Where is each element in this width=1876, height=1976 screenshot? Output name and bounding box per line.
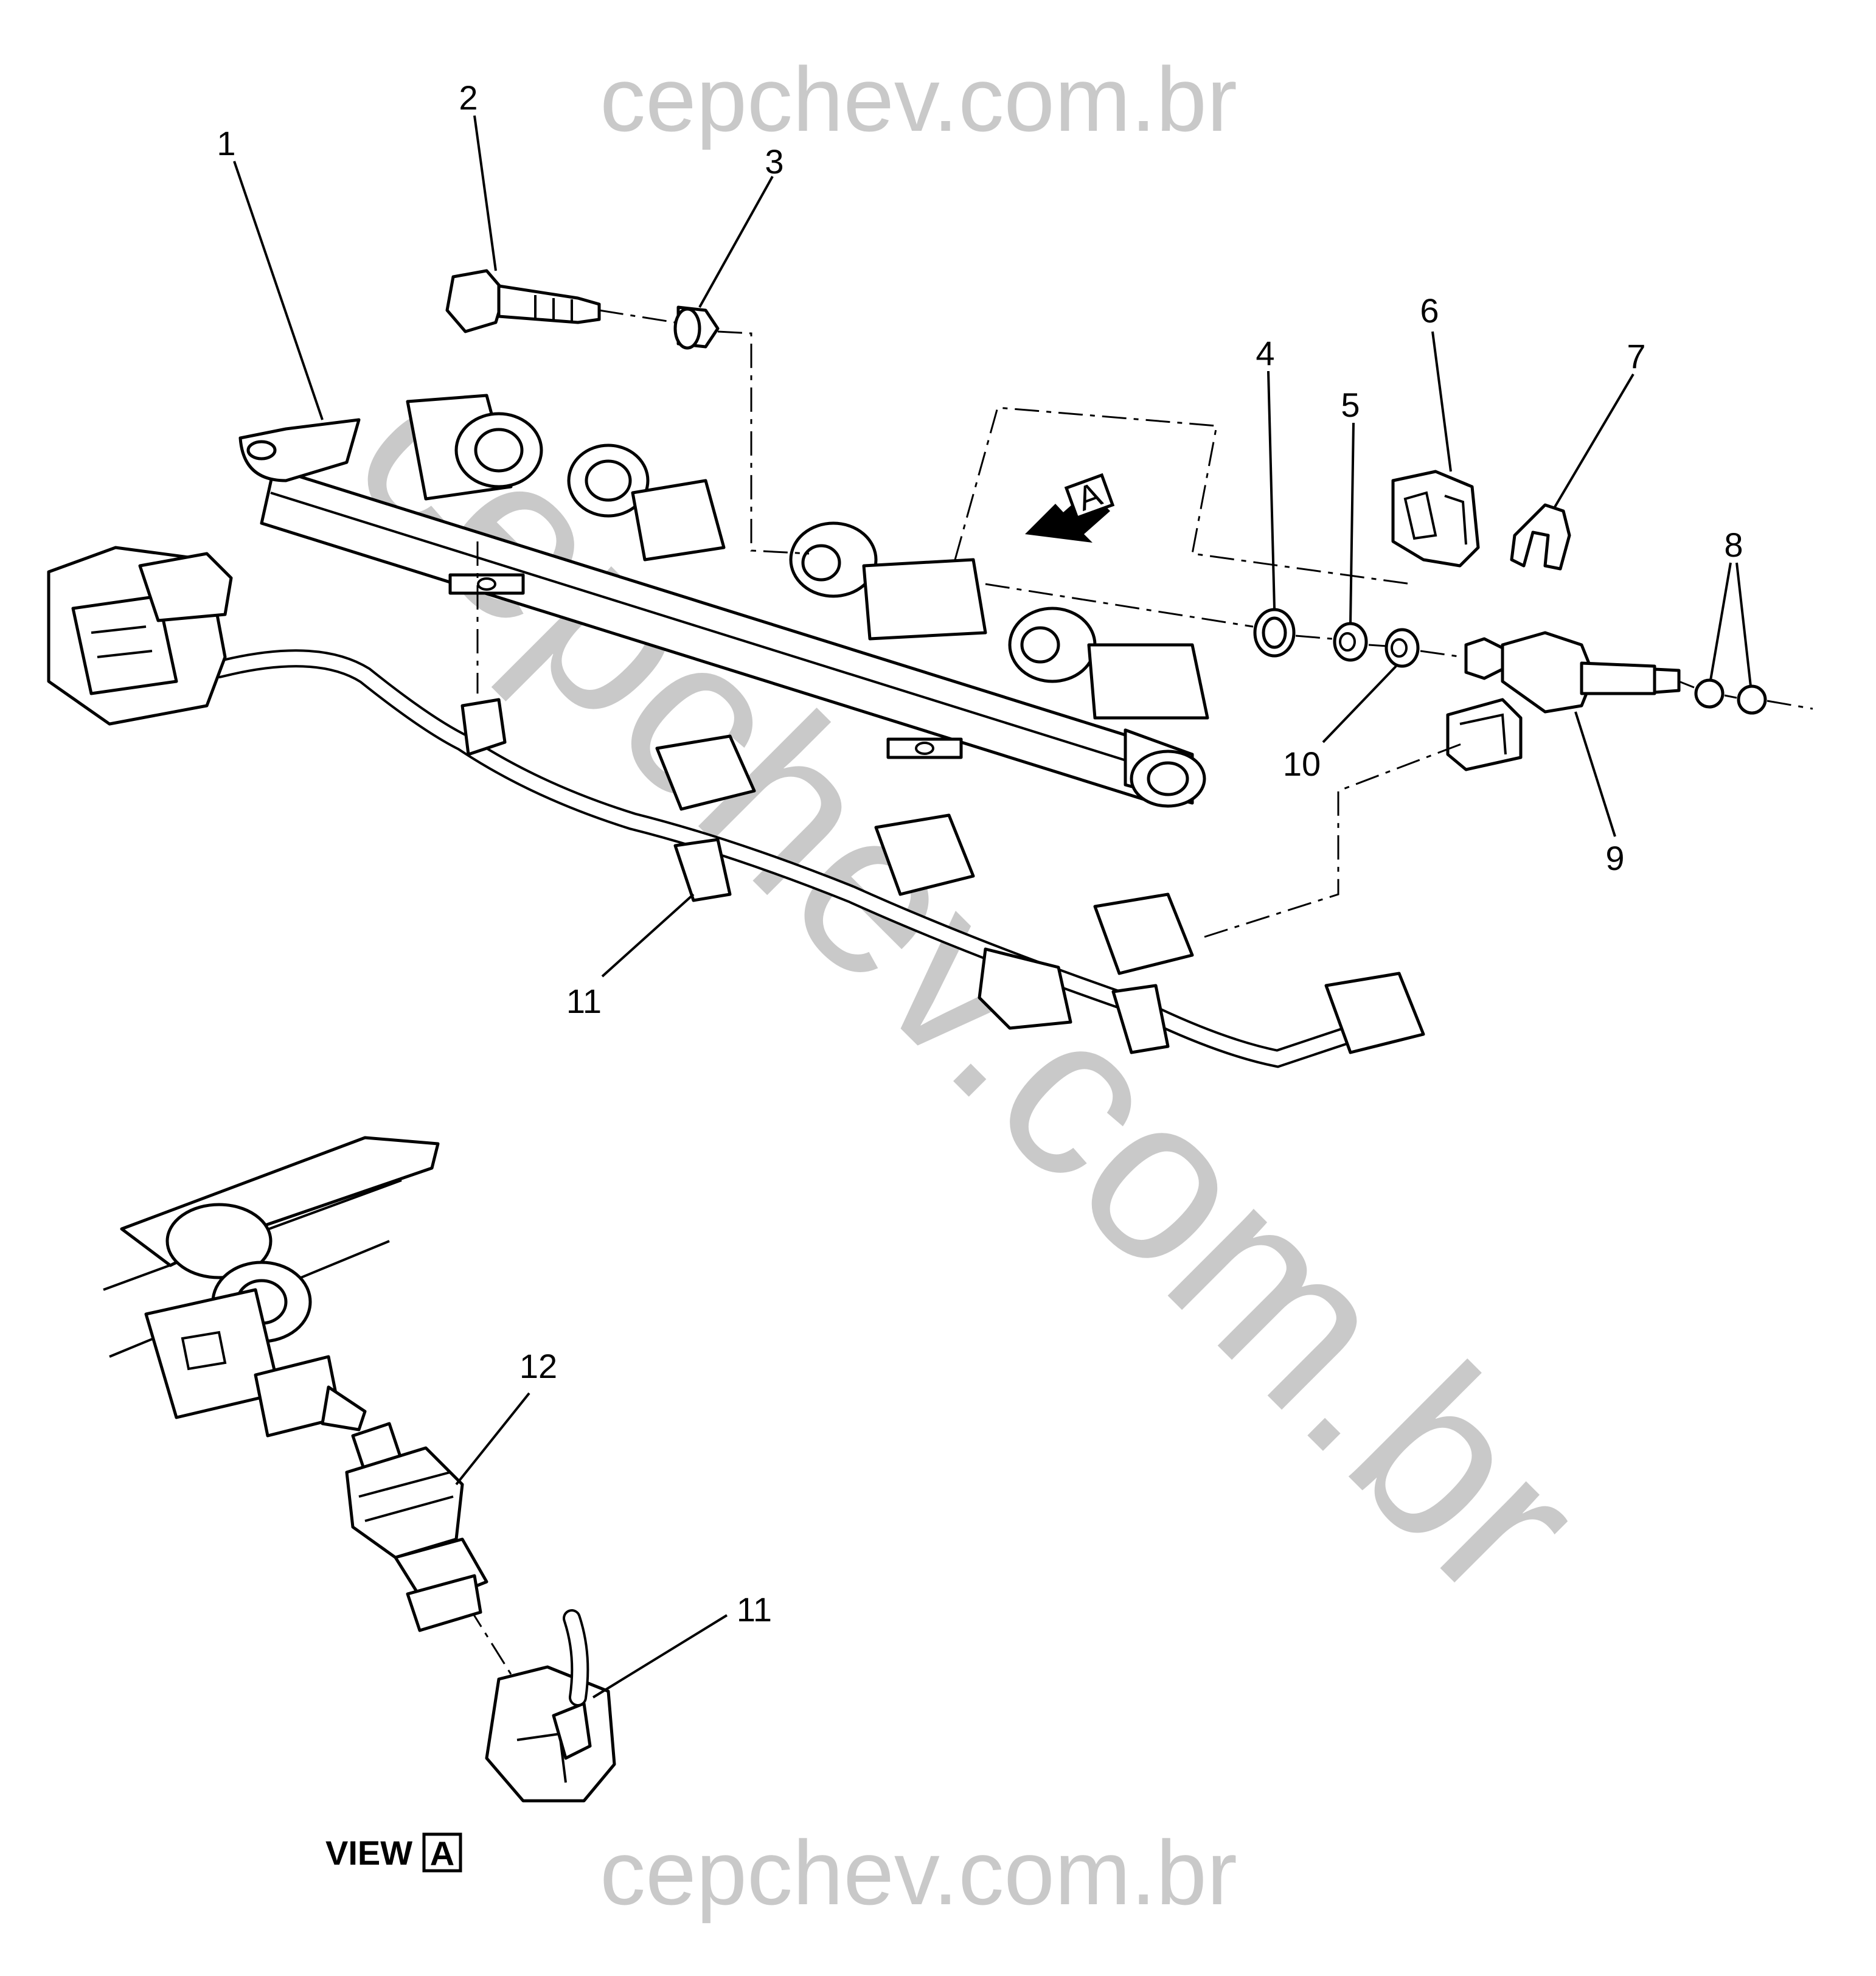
align-view-box (954, 406, 1412, 585)
leader-3 (698, 176, 774, 308)
leader-9 (1574, 711, 1616, 837)
leader-11b (592, 1614, 728, 1699)
injector-boss-4 (1008, 607, 1209, 720)
align-view-sensor (467, 1606, 515, 1680)
align-end-seals (1678, 680, 1813, 710)
washer-10 (1384, 628, 1420, 668)
leader-4 (1267, 370, 1276, 609)
leader-11a (601, 893, 695, 978)
seal-8b (1737, 684, 1767, 715)
clip-6 (1391, 470, 1480, 568)
callout-11a: 11 (566, 982, 602, 1020)
leader-7 (1553, 373, 1635, 509)
callout-11b: 11 (737, 1590, 772, 1629)
view-label-box (422, 1832, 462, 1873)
view-a-inset (103, 1136, 616, 1803)
injector-9 (1446, 631, 1681, 771)
seal-4 (1253, 608, 1296, 658)
callout-8: 8 (1724, 526, 1743, 564)
clip-7 (1510, 503, 1571, 571)
watermark-top: cepchev.com.br (600, 48, 1237, 150)
view-label-text: VIEW (325, 1834, 412, 1872)
leader-10 (1322, 665, 1397, 743)
spacer (673, 305, 720, 350)
seal-8a (1694, 678, 1725, 709)
leader-12 (455, 1392, 530, 1486)
injector-boss-1 (406, 394, 543, 501)
leader-1 (233, 161, 324, 420)
callout-10: 10 (1283, 745, 1321, 783)
callout-4: 4 (1256, 334, 1274, 372)
watermark-bottom: cepchev.com.br (600, 1821, 1237, 1924)
align-harness-injector (1204, 741, 1467, 938)
leader-2 (473, 115, 497, 271)
align-spacer (717, 330, 810, 555)
leader-8a (1709, 562, 1732, 681)
pressure-sensor-12 (345, 1422, 488, 1632)
callout-3: 3 (765, 142, 783, 181)
align-bolt (599, 309, 676, 324)
wiring-harness (47, 546, 1425, 1068)
fuel-rail (238, 394, 1209, 808)
callout-7: 7 (1627, 337, 1645, 375)
callout-9: 9 (1605, 839, 1624, 877)
leader-8b (1735, 562, 1752, 687)
leader-6 (1431, 331, 1452, 472)
view-label: VIEW A (325, 1832, 462, 1873)
injector-boss-3 (789, 521, 987, 641)
view-label-letter: A (430, 1834, 454, 1873)
align-injector (985, 583, 1464, 658)
injector-boss-2 (567, 444, 726, 562)
leader-5 (1349, 422, 1355, 624)
callout-5: 5 (1341, 386, 1360, 424)
sensor-connector-11 (485, 1609, 616, 1803)
bolt (445, 269, 601, 333)
callout-2: 2 (459, 78, 478, 117)
callout-12: 12 (519, 1347, 557, 1385)
washer-5 (1333, 622, 1368, 662)
callout-6: 6 (1420, 291, 1439, 330)
view-a-arrow: A (1025, 473, 1115, 543)
callout-1: 1 (217, 124, 235, 162)
